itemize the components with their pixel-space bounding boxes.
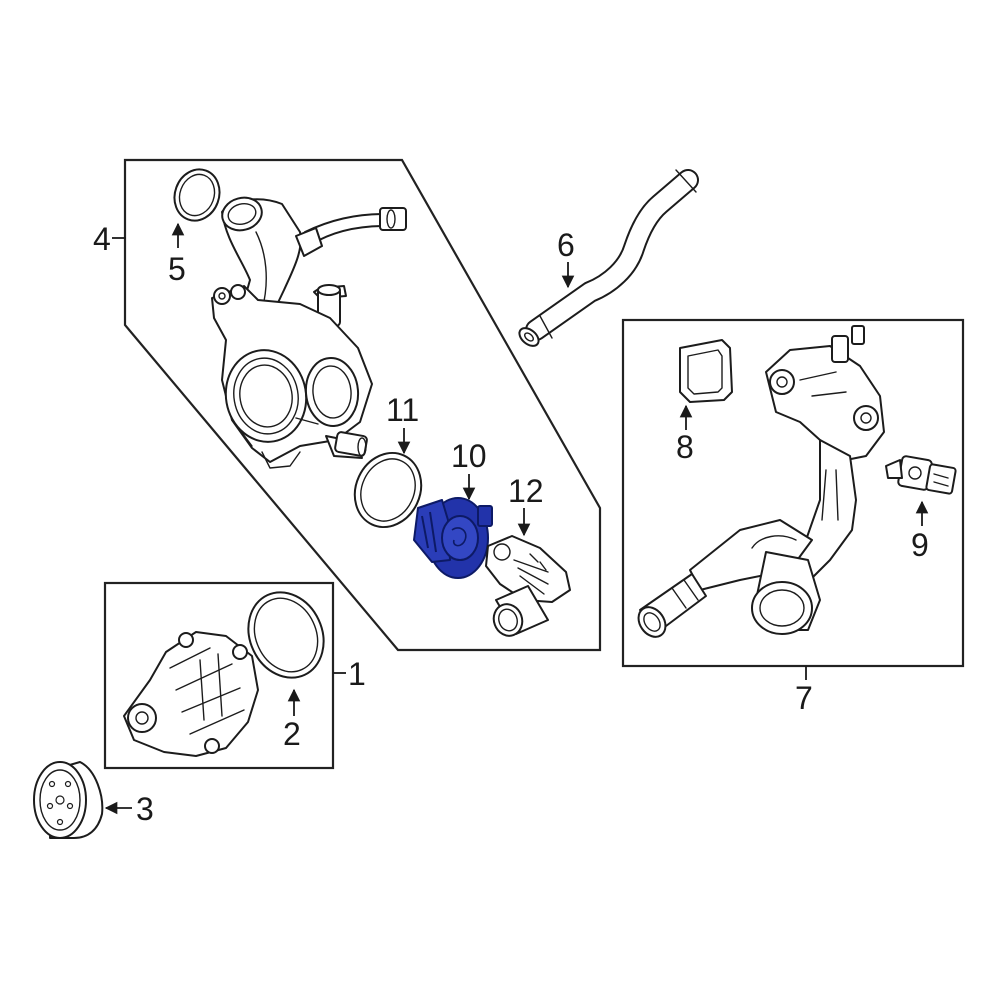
- group-1-frame: [103, 581, 335, 770]
- part-4-thermostat-housing[interactable]: [211, 193, 407, 469]
- part-1-water-pump[interactable]: [123, 631, 259, 757]
- callout-6: 6: [557, 227, 575, 263]
- callout-11: 11: [386, 392, 419, 428]
- callout-12: 12: [508, 473, 544, 509]
- part-10-thermostat[interactable]: [413, 497, 493, 579]
- callout-3: 3: [136, 791, 154, 827]
- part-12-outlet[interactable]: [485, 535, 571, 640]
- callout-9: 9: [911, 527, 929, 563]
- part-6-hose[interactable]: [516, 169, 699, 349]
- callout-4: 4: [93, 221, 111, 257]
- callout-8: 8: [676, 429, 694, 465]
- part-8-gasket[interactable]: [679, 339, 733, 403]
- callout-10: 10: [451, 438, 487, 474]
- group-4-frame: [123, 158, 602, 652]
- part-9-sensor[interactable]: [885, 455, 957, 495]
- callout-1: 1: [348, 656, 366, 692]
- callout-5: 5: [168, 251, 186, 287]
- part-2-o-ring[interactable]: [235, 580, 337, 690]
- group-7-frame: [621, 318, 965, 668]
- callout-7: 7: [795, 680, 813, 716]
- part-3-pulley[interactable]: [33, 761, 104, 839]
- part-11-gasket[interactable]: [343, 442, 433, 538]
- part-7-water-outlet[interactable]: [633, 325, 885, 642]
- part-5-o-ring[interactable]: [167, 163, 226, 227]
- callout-2: 2: [283, 716, 301, 752]
